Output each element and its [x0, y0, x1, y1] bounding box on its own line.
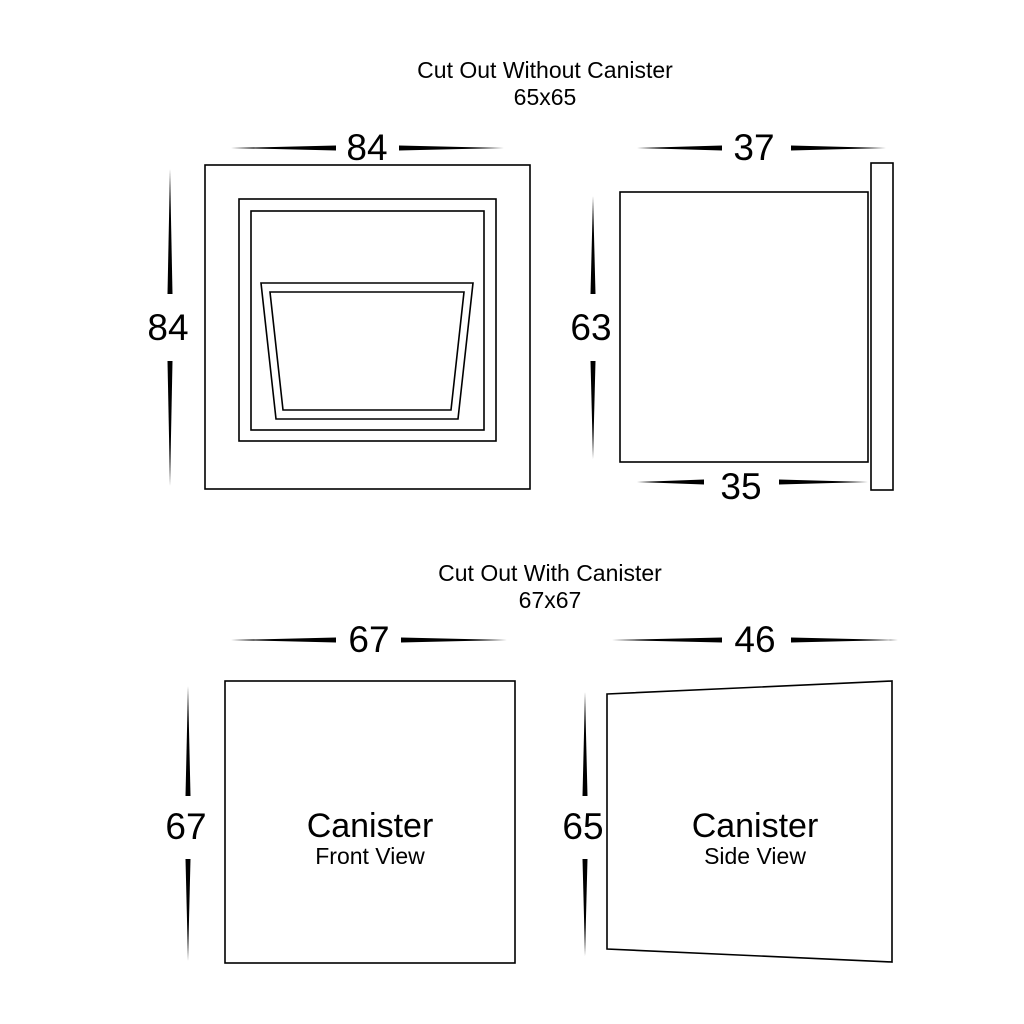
canister-front-view-label: Front View — [315, 843, 425, 869]
canister-side-width-dim-value: 46 — [734, 619, 775, 660]
side-top-width-dim-line-right — [791, 145, 886, 151]
front-view-inner-frame — [238, 198, 497, 442]
canister-side-height-dim-line-top — [582, 692, 588, 796]
side-view-flange — [870, 162, 894, 491]
side-height-dim-line-top — [590, 196, 596, 294]
front-height-dim-value: 84 — [147, 307, 188, 348]
canister-side-label: Canister — [692, 807, 819, 845]
front-view-visor-outer — [260, 282, 474, 420]
bottom-section-title: Cut Out With Canister — [438, 560, 662, 586]
front-view-outer-square — [204, 164, 531, 490]
front-width-dim-value: 84 — [346, 127, 387, 168]
canister-front-width-dim-line-left — [231, 637, 336, 643]
canister-front-width-dim-line-right — [401, 637, 507, 643]
side-bottom-width-dim-line-right — [779, 479, 868, 485]
side-height-dim-value: 63 — [570, 307, 611, 348]
canister-side-height-dim-value: 65 — [562, 806, 603, 847]
canister-side-width-dim-line-left — [612, 637, 722, 643]
canister-side-view-label: Side View — [704, 843, 806, 869]
canister-front-height-dim-value: 67 — [165, 806, 206, 847]
front-height-dim-line-bottom — [167, 361, 173, 486]
side-top-width-dim-line-left — [637, 145, 722, 151]
front-view-inner-frame-2 — [250, 210, 485, 431]
side-bottom-width-dim-value: 35 — [720, 466, 761, 507]
side-top-width-dim-value: 37 — [733, 127, 774, 168]
front-view-visor-inner — [269, 291, 465, 411]
canister-side-height-dim-line-bottom — [582, 859, 588, 956]
canister-front-label: Canister — [307, 807, 434, 845]
canister-front-height-dim-line-bottom — [185, 859, 191, 961]
side-bottom-width-dim-line-left — [637, 479, 704, 485]
canister-side-width-dim-line-right — [791, 637, 898, 643]
canister-front-width-dim-value: 67 — [348, 619, 389, 660]
bottom-section-subtitle: 67x67 — [519, 587, 582, 613]
top-section-title: Cut Out Without Canister — [417, 57, 673, 83]
canister-side-view-shape — [606, 680, 893, 963]
front-height-dim-line-top — [167, 169, 173, 294]
front-width-dim-line-left — [231, 145, 336, 151]
canister-front-height-dim-line-top — [185, 686, 191, 796]
front-width-dim-line-right — [399, 145, 504, 151]
side-height-dim-line-bottom — [590, 361, 596, 459]
top-section-subtitle: 65x65 — [514, 84, 577, 110]
canister-front-view-square — [224, 680, 516, 964]
side-view-body — [619, 191, 869, 463]
